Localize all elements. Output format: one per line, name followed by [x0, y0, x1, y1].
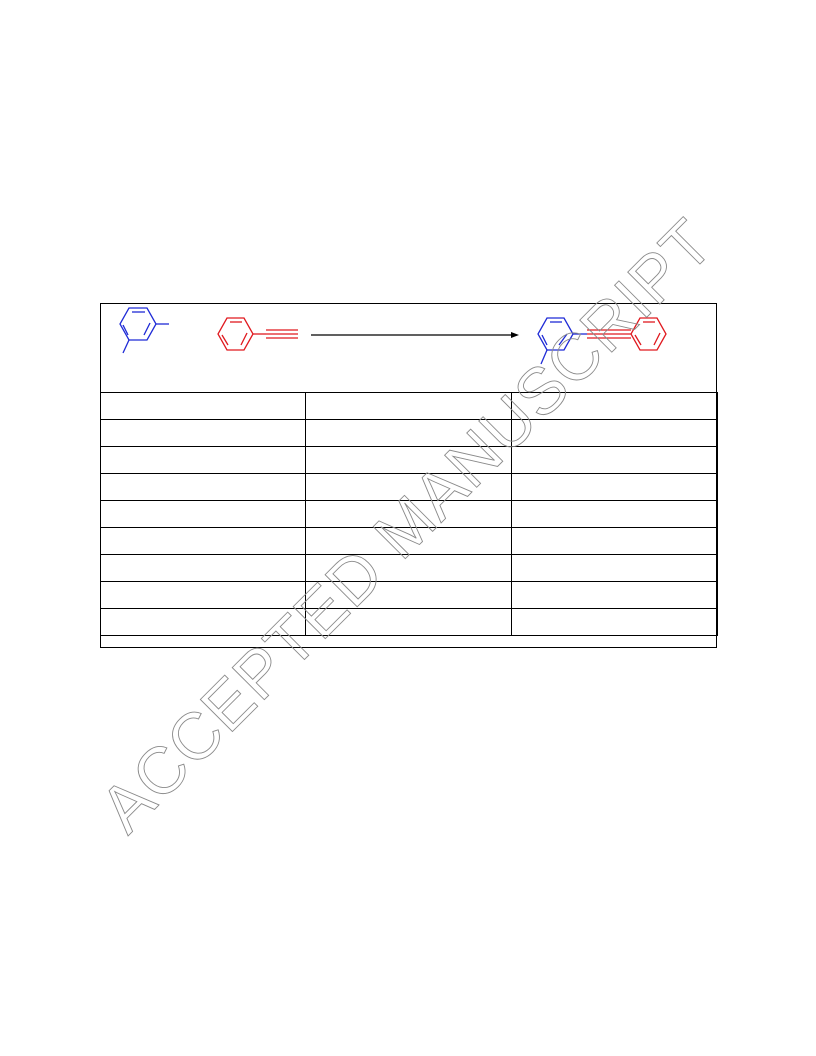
table-cell [511, 500, 718, 528]
table-cell [305, 446, 512, 474]
table-row [100, 581, 718, 609]
table-cell [511, 392, 718, 420]
reaction-scheme-box [100, 303, 718, 648]
table-cell [511, 527, 718, 555]
table-row [100, 446, 718, 474]
table-cell [100, 608, 306, 636]
table-cell [100, 473, 306, 501]
reactant-phenylacetylene [217, 317, 298, 351]
table-cell [100, 500, 306, 528]
table-cell [100, 554, 306, 582]
table-cell [511, 581, 718, 609]
reactant-xylene [119, 307, 169, 354]
table-cell [511, 446, 718, 474]
table-cell [511, 554, 718, 582]
table-cell [305, 500, 512, 528]
table-cell [305, 527, 512, 555]
product [537, 317, 667, 365]
table-row [100, 500, 718, 528]
table-cell [511, 473, 718, 501]
reaction-arrow [311, 332, 519, 338]
reaction-scheme [101, 304, 716, 393]
table-row [100, 419, 718, 447]
results-table [100, 392, 718, 636]
table-cell [305, 473, 512, 501]
table-row [100, 554, 718, 582]
table-cell [511, 419, 718, 447]
table-cell [100, 581, 306, 609]
table-cell [100, 527, 306, 555]
table-row [100, 527, 718, 555]
table-cell [100, 419, 306, 447]
table-row [100, 608, 718, 636]
table-row [100, 392, 718, 420]
table-cell [100, 392, 306, 420]
table-cell [305, 392, 512, 420]
table-cell [511, 608, 718, 636]
reaction-scheme-drawing [119, 307, 667, 365]
table-cell [305, 581, 512, 609]
table-row [100, 473, 718, 501]
table-cell [305, 608, 512, 636]
table-cell [305, 554, 512, 582]
table-cell [100, 446, 306, 474]
table-cell [305, 419, 512, 447]
